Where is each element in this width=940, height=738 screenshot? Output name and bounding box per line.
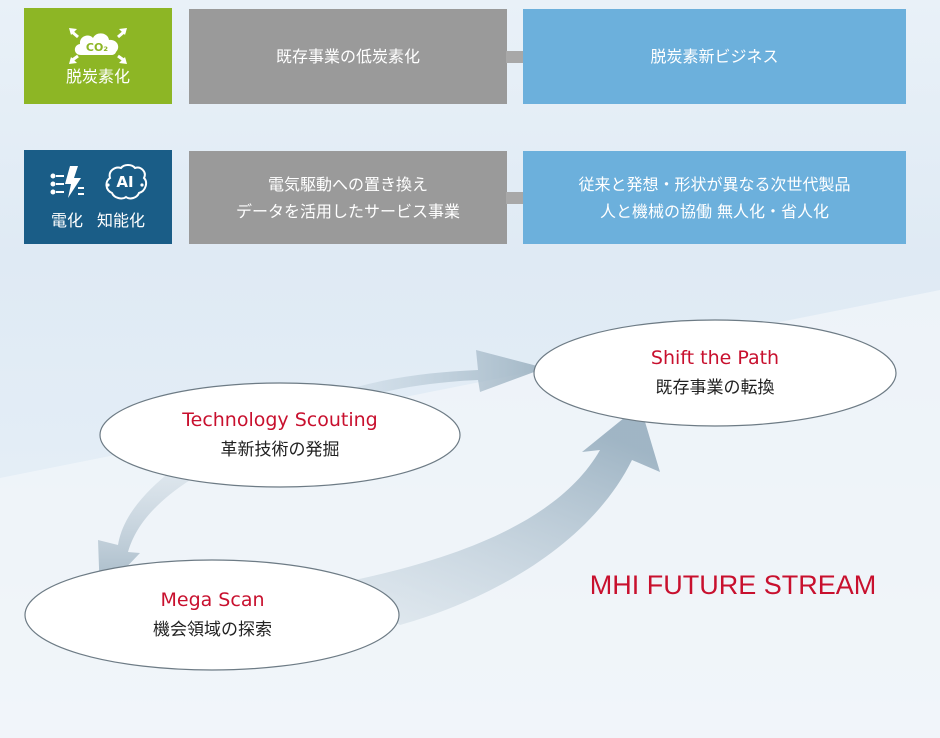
arrow-mega-to-shift [330, 405, 660, 625]
arrow-scouting-to-mega [98, 468, 190, 595]
arrow-scouting-to-shift [330, 350, 545, 405]
ellipse-mega-scan-shape [24, 559, 400, 671]
lightning-circuit-icon [50, 166, 84, 198]
row1-current-text: 既存事業の低炭素化 [275, 47, 420, 66]
shift-the-path-title: Shift the Path [650, 347, 780, 369]
intelligence-label: 知能化 [97, 211, 146, 230]
row2-current-line-2: データを活用したサービス事業 [235, 201, 460, 221]
mega-scan-title: Mega Scan [160, 589, 265, 611]
ai-brain-icon: AI [105, 164, 148, 200]
technology-scouting-subtitle: 革新技術の発掘 [220, 440, 340, 460]
ellipse-technology-scouting-shape [99, 382, 461, 488]
svg-text:AI: AI [116, 173, 133, 191]
decarbonization-tile: CO₂ 脱炭素化 [24, 8, 172, 104]
technology-scouting-node: Technology Scouting 革新技術の発掘 [100, 383, 460, 487]
decarbonization-label: 脱炭素化 [65, 67, 130, 86]
row2-future-line-2: 人と機械の協働 無人化・省人化 [599, 201, 830, 221]
row2-current-box: 電気駆動への置き換え データを活用したサービス事業 [189, 151, 507, 244]
shift-the-path-subtitle: 既存事業の転換 [655, 378, 775, 398]
row1-future-text: 脱炭素新ビジネス [650, 47, 779, 66]
shift-the-path-node: Shift the Path 既存事業の転換 [534, 320, 896, 426]
ellipse-shift-the-path-shape [533, 319, 897, 427]
electrification-intelligence-tile: AI 電化 知能化 [24, 150, 172, 244]
svg-text:CO₂: CO₂ [86, 41, 108, 54]
mega-scan-node: Mega Scan 機会領域の探索 [25, 560, 400, 670]
mega-scan-subtitle: 機会領域の探索 [153, 620, 272, 640]
electrification-label: 電化 [50, 211, 83, 230]
row2-future-line-1: 従来と発想・形状が異なる次世代製品 [578, 174, 851, 194]
co2-cloud-icon: CO₂ [69, 28, 127, 64]
row2-current-line-1: 電気駆動への置き換え [267, 174, 428, 194]
row1-future-box: 脱炭素新ビジネス [523, 9, 906, 104]
row2-future-box: 従来と発想・形状が異なる次世代製品 人と機械の協働 無人化・省人化 [523, 151, 906, 244]
brand-title: MHI FUTURE STREAM [589, 570, 877, 600]
technology-scouting-title: Technology Scouting [182, 409, 378, 431]
row1-current-box: 既存事業の低炭素化 [189, 9, 507, 104]
